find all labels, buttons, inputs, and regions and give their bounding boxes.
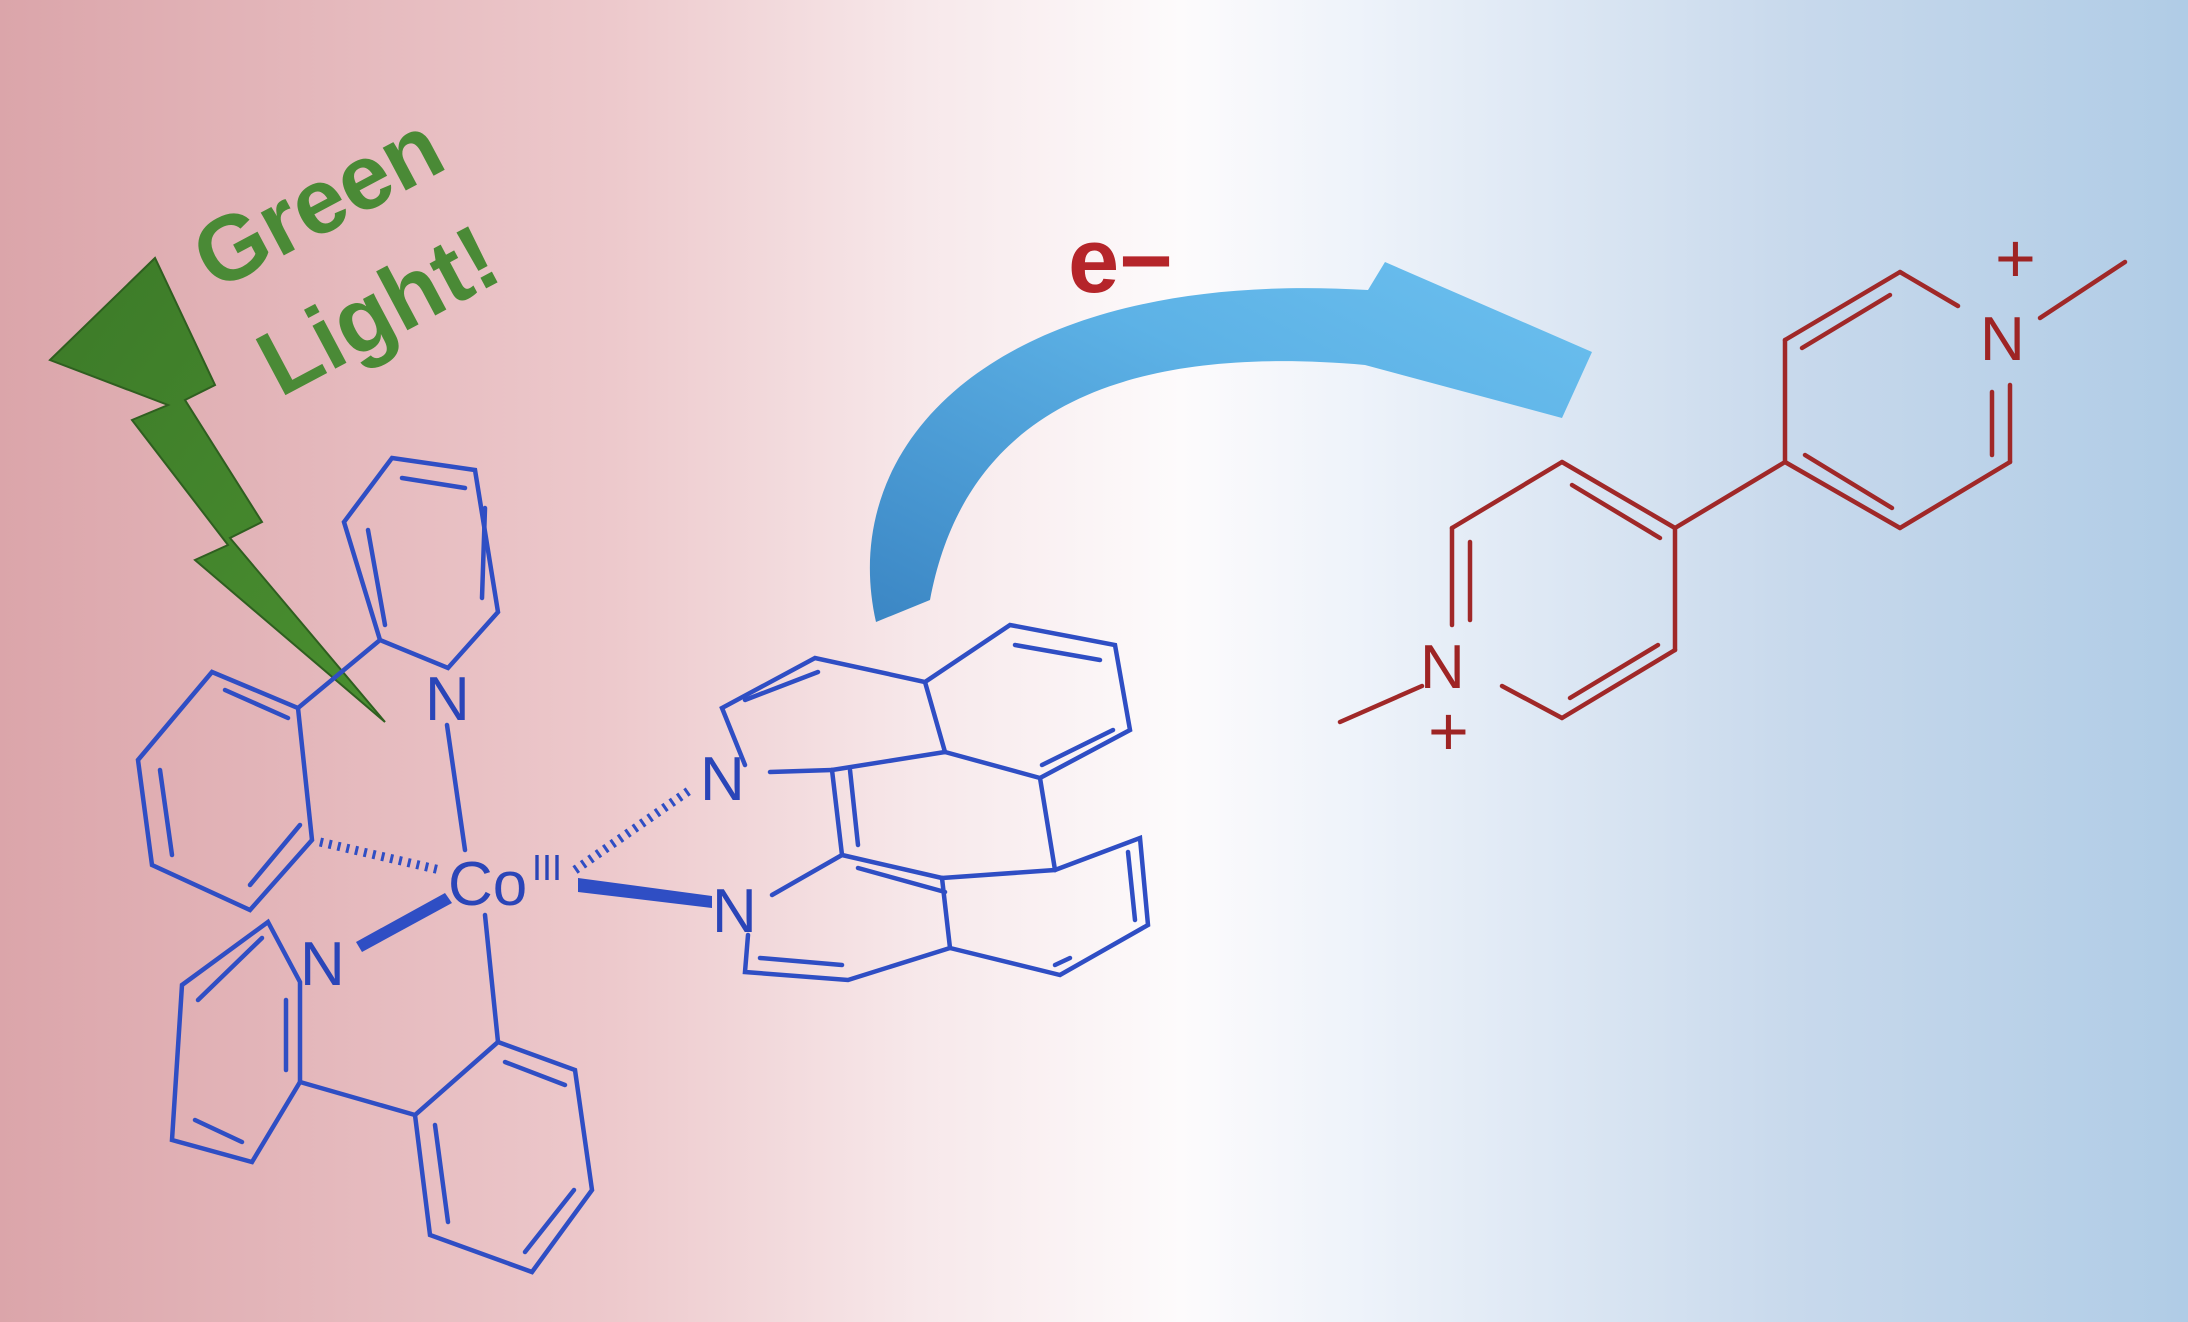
upper-pyridine-n-label: N: [425, 665, 470, 734]
viologen-biaryl-bond: [1672, 459, 1788, 531]
lower-pyridine-n-label: N: [300, 930, 345, 999]
electron-transfer-arrow-icon: [869, 262, 1592, 622]
electron-label: e−: [1068, 210, 1173, 312]
lower-phenyl-ring: [412, 1039, 595, 1275]
viologen-lower-n-label: N: [1420, 633, 1465, 702]
viologen-upper-ring: [1782, 269, 2013, 531]
hashed-bond-phen: [572, 786, 693, 874]
lower-methyl-bond: [1337, 683, 1425, 725]
light-label: Green Light!: [177, 95, 515, 416]
methyl-viologen: N + N +: [1337, 219, 2128, 770]
co-n-upper-bond: [444, 722, 468, 853]
lightning-bolt-icon: [48, 256, 386, 723]
viologen-lower-ring: [1449, 459, 1678, 721]
fused-ligand: [719, 622, 1151, 983]
co-c-lower-bond: [482, 912, 501, 1045]
wedge-bond-pyridine: [356, 893, 452, 952]
upper-phenyl-ring: [135, 669, 315, 913]
viologen-upper-charge: +: [1995, 219, 2036, 297]
cobalt-label: Co: [448, 850, 527, 919]
phen-upper-n-label: N: [700, 745, 745, 814]
oxidation-state-label: III: [532, 847, 562, 888]
cobalt-complex: N N Co III N N: [135, 455, 1151, 1275]
upper-methyl-bond: [2037, 259, 2128, 321]
lower-pyridine-ring: [169, 918, 303, 1165]
hashed-bond-phenyl: [318, 837, 442, 875]
viologen-lower-charge: +: [1428, 692, 1469, 770]
upper-pyridine-ring: [341, 455, 501, 671]
wedge-bond-phen: [578, 878, 712, 908]
electron-text: e−: [1068, 210, 1173, 312]
viologen-upper-n-label: N: [1980, 305, 2025, 374]
